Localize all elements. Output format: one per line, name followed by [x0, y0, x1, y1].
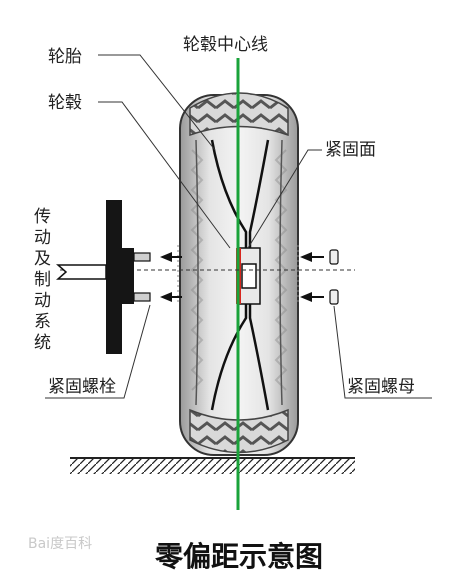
bolt-upper: [133, 252, 151, 262]
label-mounting-face: 紧固面: [325, 140, 376, 160]
hub: [210, 139, 270, 411]
svg-text:动: 动: [34, 228, 51, 248]
label-drive-brake-system: 传 动 及 制 动 系 统: [34, 207, 51, 353]
nut-upper: [329, 249, 339, 265]
arrows: [160, 252, 324, 302]
nut-lower: [329, 289, 339, 305]
label-hub-centerline: 轮毂中心线: [183, 35, 268, 55]
label-fastening-bolt: 紧固螺栓: [48, 377, 116, 397]
svg-text:统: 统: [34, 333, 51, 353]
label-fastening-nut: 紧固螺母: [347, 377, 415, 397]
watermark: Bai度百科: [28, 536, 92, 552]
bolt-lower: [133, 292, 151, 302]
leader-lines: [45, 54, 432, 399]
label-hub: 轮毂: [48, 93, 82, 113]
svg-text:动: 动: [34, 291, 51, 311]
svg-text:制: 制: [34, 270, 51, 290]
diagram-title: 零偏距示意图: [155, 540, 323, 573]
ground: [70, 457, 355, 474]
label-tire: 轮胎: [48, 47, 82, 67]
nuts: [329, 249, 339, 305]
svg-text:及: 及: [34, 249, 51, 269]
guide-lines: [177, 245, 299, 305]
svg-text:系: 系: [34, 312, 51, 332]
drive-brake-system: [56, 200, 151, 354]
svg-text:传: 传: [34, 207, 51, 227]
